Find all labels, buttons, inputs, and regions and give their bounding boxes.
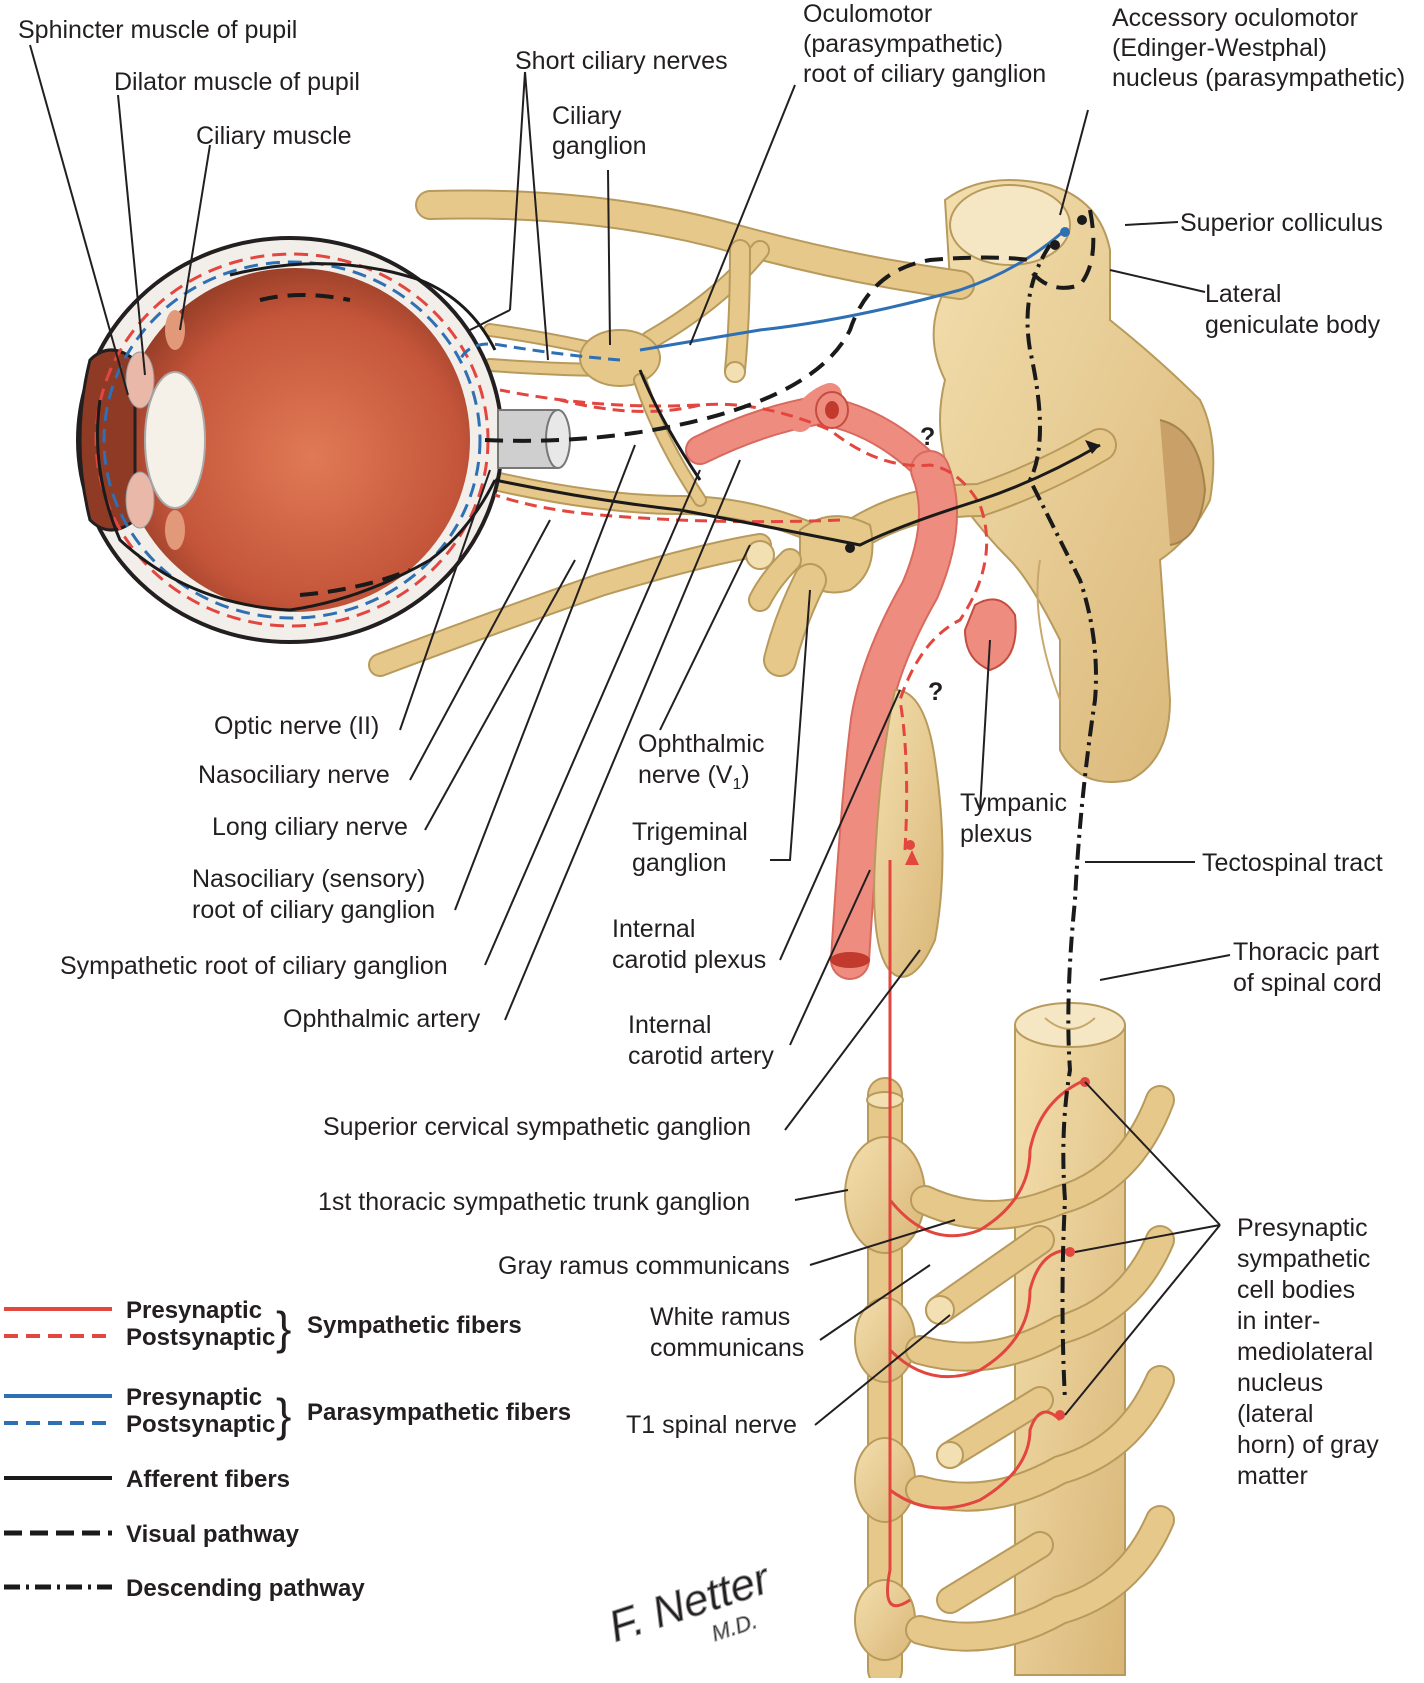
legend-sym-group: Sympathetic fibers bbox=[307, 1312, 522, 1339]
label-lgb-l1: Lateral bbox=[1205, 280, 1281, 308]
label-ica-l1: Internal bbox=[628, 1011, 711, 1039]
label-nasociliary-root-l1: Nasociliary (sensory) bbox=[192, 865, 425, 893]
label-thoracic-l1: Thoracic part bbox=[1233, 938, 1379, 966]
label-tympanic-l1: Tympanic bbox=[960, 789, 1067, 817]
question-mark-lower: ? bbox=[928, 678, 943, 706]
labels: Sphincter muscle of pupil Dilator muscle… bbox=[18, 0, 1405, 1490]
label-optic-nerve: Optic nerve (II) bbox=[214, 712, 379, 740]
leader-lines bbox=[29, 44, 1231, 1426]
label-icp-l2: carotid plexus bbox=[612, 946, 766, 974]
tympanic-plexus bbox=[963, 598, 1017, 672]
artist-signature: F. Netter M.D. bbox=[602, 1553, 778, 1652]
label-ciliary-muscle: Ciliary muscle bbox=[196, 122, 352, 150]
legend-brace-sym: } bbox=[276, 1302, 291, 1354]
label-sympathetic-root: Sympathetic root of ciliary ganglion bbox=[60, 952, 448, 980]
label-long-ciliary-nerve: Long ciliary nerve bbox=[212, 813, 408, 841]
legend: Presynaptic Postsynaptic } Sympathetic f… bbox=[4, 1297, 571, 1602]
legend-brace-para: } bbox=[276, 1389, 291, 1441]
label-short-ciliary-nerves: Short ciliary nerves bbox=[515, 47, 728, 75]
label-ica-l2: carotid artery bbox=[628, 1042, 774, 1070]
label-oculomotor-l1: Oculomotor bbox=[803, 0, 932, 28]
label-t1-spinal-nerve: T1 spinal nerve bbox=[626, 1411, 797, 1439]
label-presyn-cells-l3: cell bodies bbox=[1237, 1276, 1355, 1304]
legend-sym-post: Postsynaptic bbox=[126, 1324, 275, 1351]
label-nasociliary-root-l2: root of ciliary ganglion bbox=[192, 896, 435, 924]
legend-sym-pre: Presynaptic bbox=[126, 1297, 262, 1324]
label-ophthalmic-nerve-l2: nerve (V1) bbox=[638, 761, 750, 793]
label-superior-colliculus: Superior colliculus bbox=[1180, 209, 1383, 237]
legend-afferent: Afferent fibers bbox=[126, 1466, 290, 1493]
signature-name: F. Netter bbox=[603, 1553, 778, 1651]
fiber-pathways bbox=[96, 209, 1101, 1608]
label-presyn-cells-l2: sympathetic bbox=[1237, 1245, 1370, 1273]
label-accessory-l2: (Edinger-Westphal) bbox=[1112, 34, 1327, 62]
label-white-ramus-l1: White ramus bbox=[650, 1303, 790, 1331]
sympathetic-trunk bbox=[844, 1077, 1175, 1683]
label-superior-cervical-ganglion: Superior cervical sympathetic ganglion bbox=[323, 1113, 751, 1141]
label-thoracic-l2: of spinal cord bbox=[1233, 969, 1382, 997]
legend-para-post: Postsynaptic bbox=[126, 1411, 275, 1438]
label-ciliary-ganglion-l2: ganglion bbox=[552, 132, 647, 160]
label-presyn-cells-l4: in inter- bbox=[1237, 1307, 1320, 1335]
label-ophthalmic-artery: Ophthalmic artery bbox=[283, 1005, 481, 1033]
label-tectospinal: Tectospinal tract bbox=[1202, 849, 1383, 877]
legend-para-group: Parasympathetic fibers bbox=[307, 1399, 571, 1426]
lens bbox=[144, 371, 206, 509]
label-lgb-l2: geniculate body bbox=[1205, 311, 1381, 339]
arteries bbox=[685, 383, 1017, 980]
label-icp-l1: Internal bbox=[612, 915, 695, 943]
legend-visual: Visual pathway bbox=[126, 1521, 300, 1548]
label-accessory-l3: nucleus (parasympathetic) bbox=[1112, 64, 1405, 92]
label-presyn-cells-l1: Presynaptic bbox=[1237, 1214, 1368, 1242]
midbrain-section bbox=[949, 184, 1071, 266]
label-trigeminal-l1: Trigeminal bbox=[632, 818, 748, 846]
label-first-thoracic-ganglion: 1st thoracic sympathetic trunk ganglion bbox=[318, 1188, 750, 1216]
legend-descending: Descending pathway bbox=[126, 1575, 365, 1602]
question-mark-upper: ? bbox=[920, 423, 935, 451]
brainstem bbox=[932, 179, 1215, 783]
label-presyn-cells-l5: mediolateral bbox=[1237, 1338, 1373, 1366]
label-nasociliary-nerve: Nasociliary nerve bbox=[198, 761, 390, 789]
label-oculomotor-l2: (parasympathetic) bbox=[803, 30, 1003, 58]
label-trigeminal-l2: ganglion bbox=[632, 849, 727, 877]
label-accessory-l1: Accessory oculomotor bbox=[1112, 4, 1358, 32]
label-tympanic-l2: plexus bbox=[960, 820, 1032, 848]
label-sphincter-muscle: Sphincter muscle of pupil bbox=[18, 16, 297, 44]
label-presyn-cells-l7: (lateral bbox=[1237, 1400, 1313, 1428]
label-dilator-muscle: Dilator muscle of pupil bbox=[114, 68, 360, 96]
label-ciliary-ganglion-l1: Ciliary bbox=[552, 102, 622, 130]
label-oculomotor-l3: root of ciliary ganglion bbox=[803, 60, 1046, 88]
label-presyn-cells-l6: nucleus bbox=[1237, 1369, 1323, 1397]
label-gray-ramus: Gray ramus communicans bbox=[498, 1252, 790, 1280]
label-ophthalmic-nerve-l1: Ophthalmic bbox=[638, 730, 764, 758]
label-white-ramus-l2: communicans bbox=[650, 1334, 804, 1362]
label-presyn-cells-l9: matter bbox=[1237, 1462, 1308, 1490]
legend-para-pre: Presynaptic bbox=[126, 1384, 262, 1411]
label-presyn-cells-l8: horn) of gray bbox=[1237, 1431, 1379, 1459]
